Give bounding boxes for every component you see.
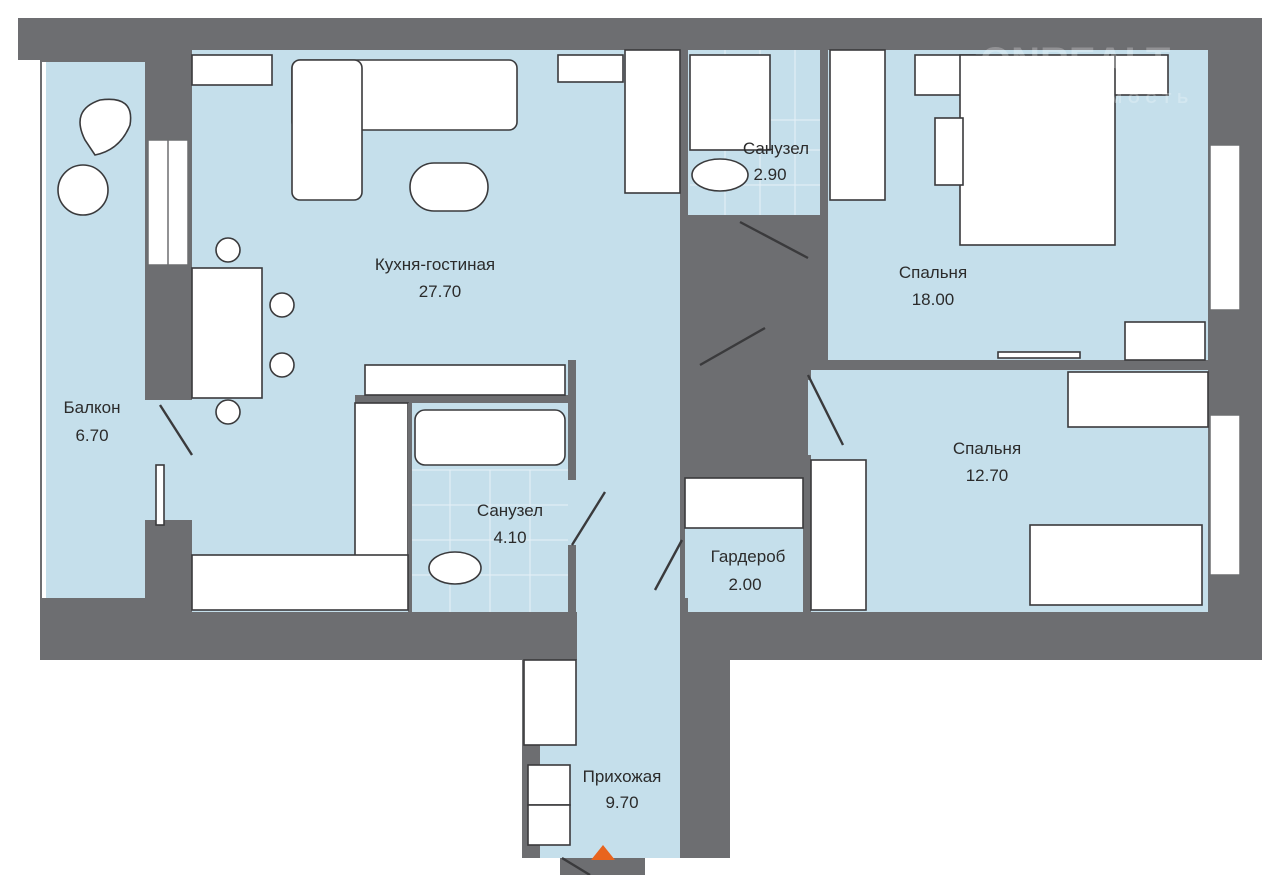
watermark-logo: ONREALT НЕДВИЖИМОСТЬ	[980, 40, 1194, 107]
window	[1209, 414, 1241, 576]
room-label: Спальня	[953, 439, 1021, 458]
room-label: Прихожая	[583, 767, 662, 786]
room-area: 27.70	[419, 282, 462, 301]
room-area: 9.70	[605, 793, 638, 812]
room-label: Санузел	[743, 139, 809, 158]
room-area: 12.70	[966, 466, 1009, 485]
entrance-arrow-icon	[591, 845, 615, 860]
room-label: Гардероб	[711, 547, 786, 566]
room-area: 18.00	[912, 290, 955, 309]
room-label: Балкон	[63, 398, 120, 417]
room-area: 2.90	[753, 165, 786, 184]
room-label: Кухня-гостиная	[375, 255, 495, 274]
room-label: Спальня	[899, 263, 967, 282]
svg-text:ONREALT: ONREALT	[980, 40, 1170, 84]
room-label: Санузел	[477, 501, 543, 520]
room-area: 2.00	[728, 575, 761, 594]
window	[1209, 144, 1241, 311]
svg-text:НЕДВИЖИМОСТЬ: НЕДВИЖИМОСТЬ	[990, 90, 1194, 107]
room-area: 6.70	[75, 426, 108, 445]
furniture	[57, 49, 1209, 846]
room-area: 4.10	[493, 528, 526, 547]
